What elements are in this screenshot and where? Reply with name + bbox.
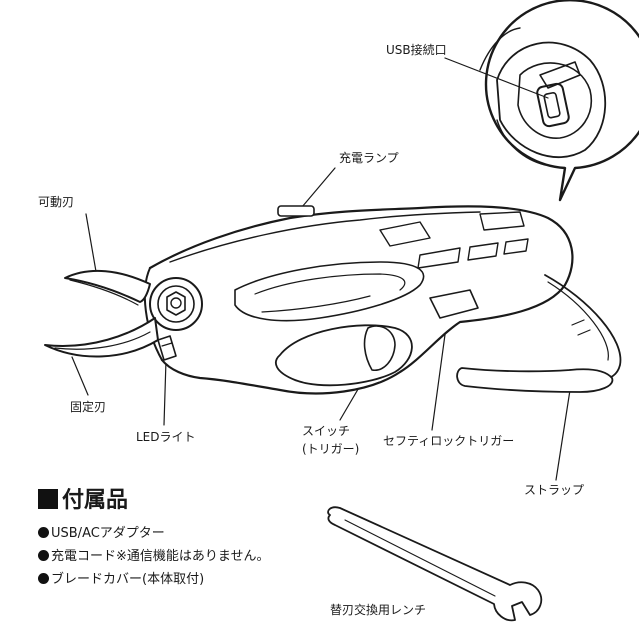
bullet-icon: [38, 527, 49, 538]
accessory-text: ブレードカバー(本体取付): [51, 572, 205, 587]
bullet-icon: [38, 573, 49, 584]
switch-label-line1: スイッチ: [302, 424, 351, 438]
accessories-title-text: 付属品: [62, 488, 129, 513]
list-item: 充電コード※通信機能はありません。: [38, 545, 270, 568]
usb-port-label: USB接続口: [386, 43, 447, 57]
strap-label: ストラップ: [524, 483, 585, 497]
fixed-blade-label: 固定刃: [70, 400, 107, 414]
pivot-bolt: [149, 277, 203, 331]
accessories-title: 付属品: [38, 487, 128, 515]
accessory-text: USB/ACアダプター: [51, 526, 165, 541]
accessory-text: 充電コード※通信機能はありません。: [51, 549, 270, 564]
wrench-label: 替刃交換用レンチ: [330, 603, 427, 617]
fixed-blade: [44, 317, 159, 358]
wrench-shape: [327, 506, 543, 622]
square-bullet-icon: [38, 489, 58, 509]
charge-lamp-label: 充電ランプ: [339, 151, 399, 165]
movable-blade-label: 可動刃: [38, 195, 75, 209]
strap-shape: [456, 367, 614, 393]
list-item: USB/ACアダプター: [38, 522, 270, 545]
bullet-icon: [38, 550, 49, 561]
list-item: ブレードカバー(本体取付): [38, 568, 270, 591]
led-light-label: LEDライト: [136, 430, 196, 444]
charge-lamp-shape: [277, 205, 315, 217]
usb-port-magnifier: [479, 0, 639, 202]
pruner-body: [143, 205, 622, 395]
safety-lock-label: セフティロックトリガー: [383, 434, 515, 448]
led-light-shape: [157, 335, 177, 361]
accessories-list: USB/ACアダプター 充電コード※通信機能はありません。 ブレードカバー(本体…: [38, 522, 270, 591]
switch-label-line2: (トリガー): [302, 442, 360, 456]
movable-blade: [64, 269, 151, 306]
